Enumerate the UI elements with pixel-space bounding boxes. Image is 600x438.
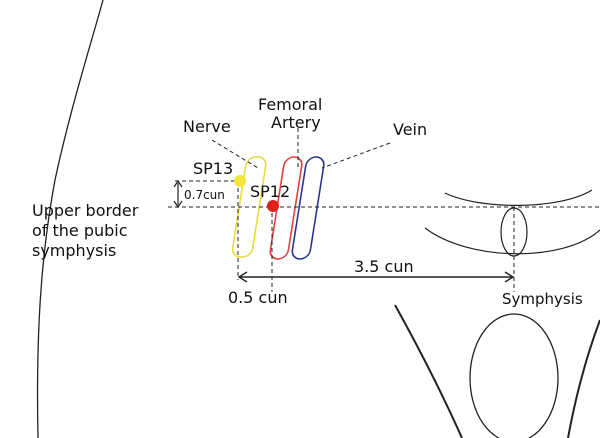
label-dist-07: 0.7cun xyxy=(184,188,225,202)
label-vein: Vein xyxy=(393,120,427,139)
label-upper-border-2: of the pubic xyxy=(32,221,128,240)
vein-leader xyxy=(321,142,391,169)
nerve-leader xyxy=(211,139,259,169)
genital-outline xyxy=(469,313,559,438)
label-nerve: Nerve xyxy=(183,117,231,136)
label-sp12: SP12 xyxy=(250,182,290,201)
label-artery: Artery xyxy=(271,113,321,132)
label-upper-border-3: symphysis xyxy=(32,241,116,260)
label-dist-05: 0.5 cun xyxy=(228,288,288,307)
label-symphysis: Symphysis xyxy=(502,290,583,308)
thigh-line-left xyxy=(394,304,463,438)
label-upper-border-1: Upper border xyxy=(32,201,139,220)
sp12-point xyxy=(267,200,279,212)
abdomen-curve xyxy=(444,189,593,206)
sp13-point xyxy=(234,175,246,187)
label-dist-35: 3.5 cun xyxy=(354,257,414,276)
thigh-line-right xyxy=(567,319,600,438)
label-femoral: Femoral xyxy=(258,95,322,114)
vein-shape xyxy=(291,156,325,260)
pelvis-curve xyxy=(424,227,600,255)
label-sp13: SP13 xyxy=(193,159,233,178)
body-outline xyxy=(36,0,104,438)
